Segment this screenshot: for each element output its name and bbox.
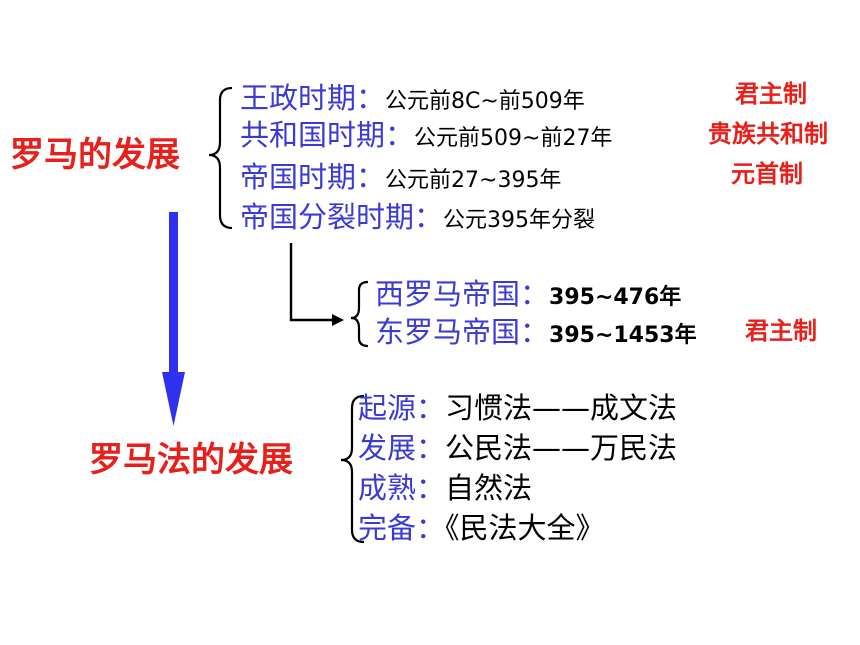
period-desc: 公元395年分裂 xyxy=(443,208,596,233)
tag-east-monarchy: 君主制 xyxy=(745,317,817,345)
period-term: 帝国时期： xyxy=(240,160,386,194)
law-stage-term: 成熟： xyxy=(358,471,446,505)
split-arrowhead xyxy=(332,314,344,326)
law-stage-desc: 自然法 xyxy=(445,471,533,505)
law-stage-desc: 《民法大全》 xyxy=(445,511,605,545)
split-brace xyxy=(350,280,369,348)
law-brace xyxy=(340,394,365,544)
law-row-development: 发展：公民法——万民法 xyxy=(358,434,677,463)
period-desc: 公元前8C~前509年 xyxy=(385,89,585,114)
law-stage-desc: 公民法——万民法 xyxy=(445,431,678,465)
period-row-empire: 帝国时期：公元前27~395年 xyxy=(240,163,561,192)
period-term: 王政时期： xyxy=(240,81,386,115)
period-row-republic: 共和国时期：公元前509~前27年 xyxy=(240,121,612,150)
main-down-arrow-shaft xyxy=(169,212,178,372)
main-down-arrow-head xyxy=(162,372,185,426)
law-row-origin: 起源：习惯法——成文法 xyxy=(358,394,677,423)
period-row-kingdom: 王政时期：公元前8C~前509年 xyxy=(240,84,585,113)
split-row-west: 西罗马帝国：395~476年 xyxy=(375,280,681,309)
law-stage-desc: 习惯法——成文法 xyxy=(445,391,678,425)
period-desc: 公元前27~395年 xyxy=(385,168,562,193)
tag-monarchy: 君主制 xyxy=(735,80,807,108)
period-term: 帝国分裂时期： xyxy=(240,200,444,234)
law-development-title: 罗马法的发展 xyxy=(89,440,293,480)
empire-term: 东罗马帝国： xyxy=(375,315,550,349)
periods-brace xyxy=(208,86,233,230)
law-stage-term: 发展： xyxy=(358,431,446,465)
law-row-completion: 完备：《民法大全》 xyxy=(358,514,605,543)
law-row-maturity: 成熟：自然法 xyxy=(358,474,532,503)
tag-principate: 元首制 xyxy=(731,160,803,188)
split-row-east: 东罗马帝国：395~1453年 xyxy=(375,318,697,347)
period-row-split: 帝国分裂时期：公元395年分裂 xyxy=(240,203,595,232)
period-desc: 公元前509~前27年 xyxy=(414,126,613,151)
tag-aristocratic-republic: 贵族共和制 xyxy=(708,120,828,148)
split-connector-line xyxy=(289,243,332,322)
empire-desc: 395~476年 xyxy=(549,285,682,310)
period-term: 共和国时期： xyxy=(240,118,415,152)
empire-desc: 395~1453年 xyxy=(549,323,697,348)
law-stage-term: 起源： xyxy=(358,391,446,425)
empire-term: 西罗马帝国： xyxy=(375,277,550,311)
rome-development-title: 罗马的发展 xyxy=(10,135,180,175)
law-stage-term: 完备： xyxy=(358,511,446,545)
